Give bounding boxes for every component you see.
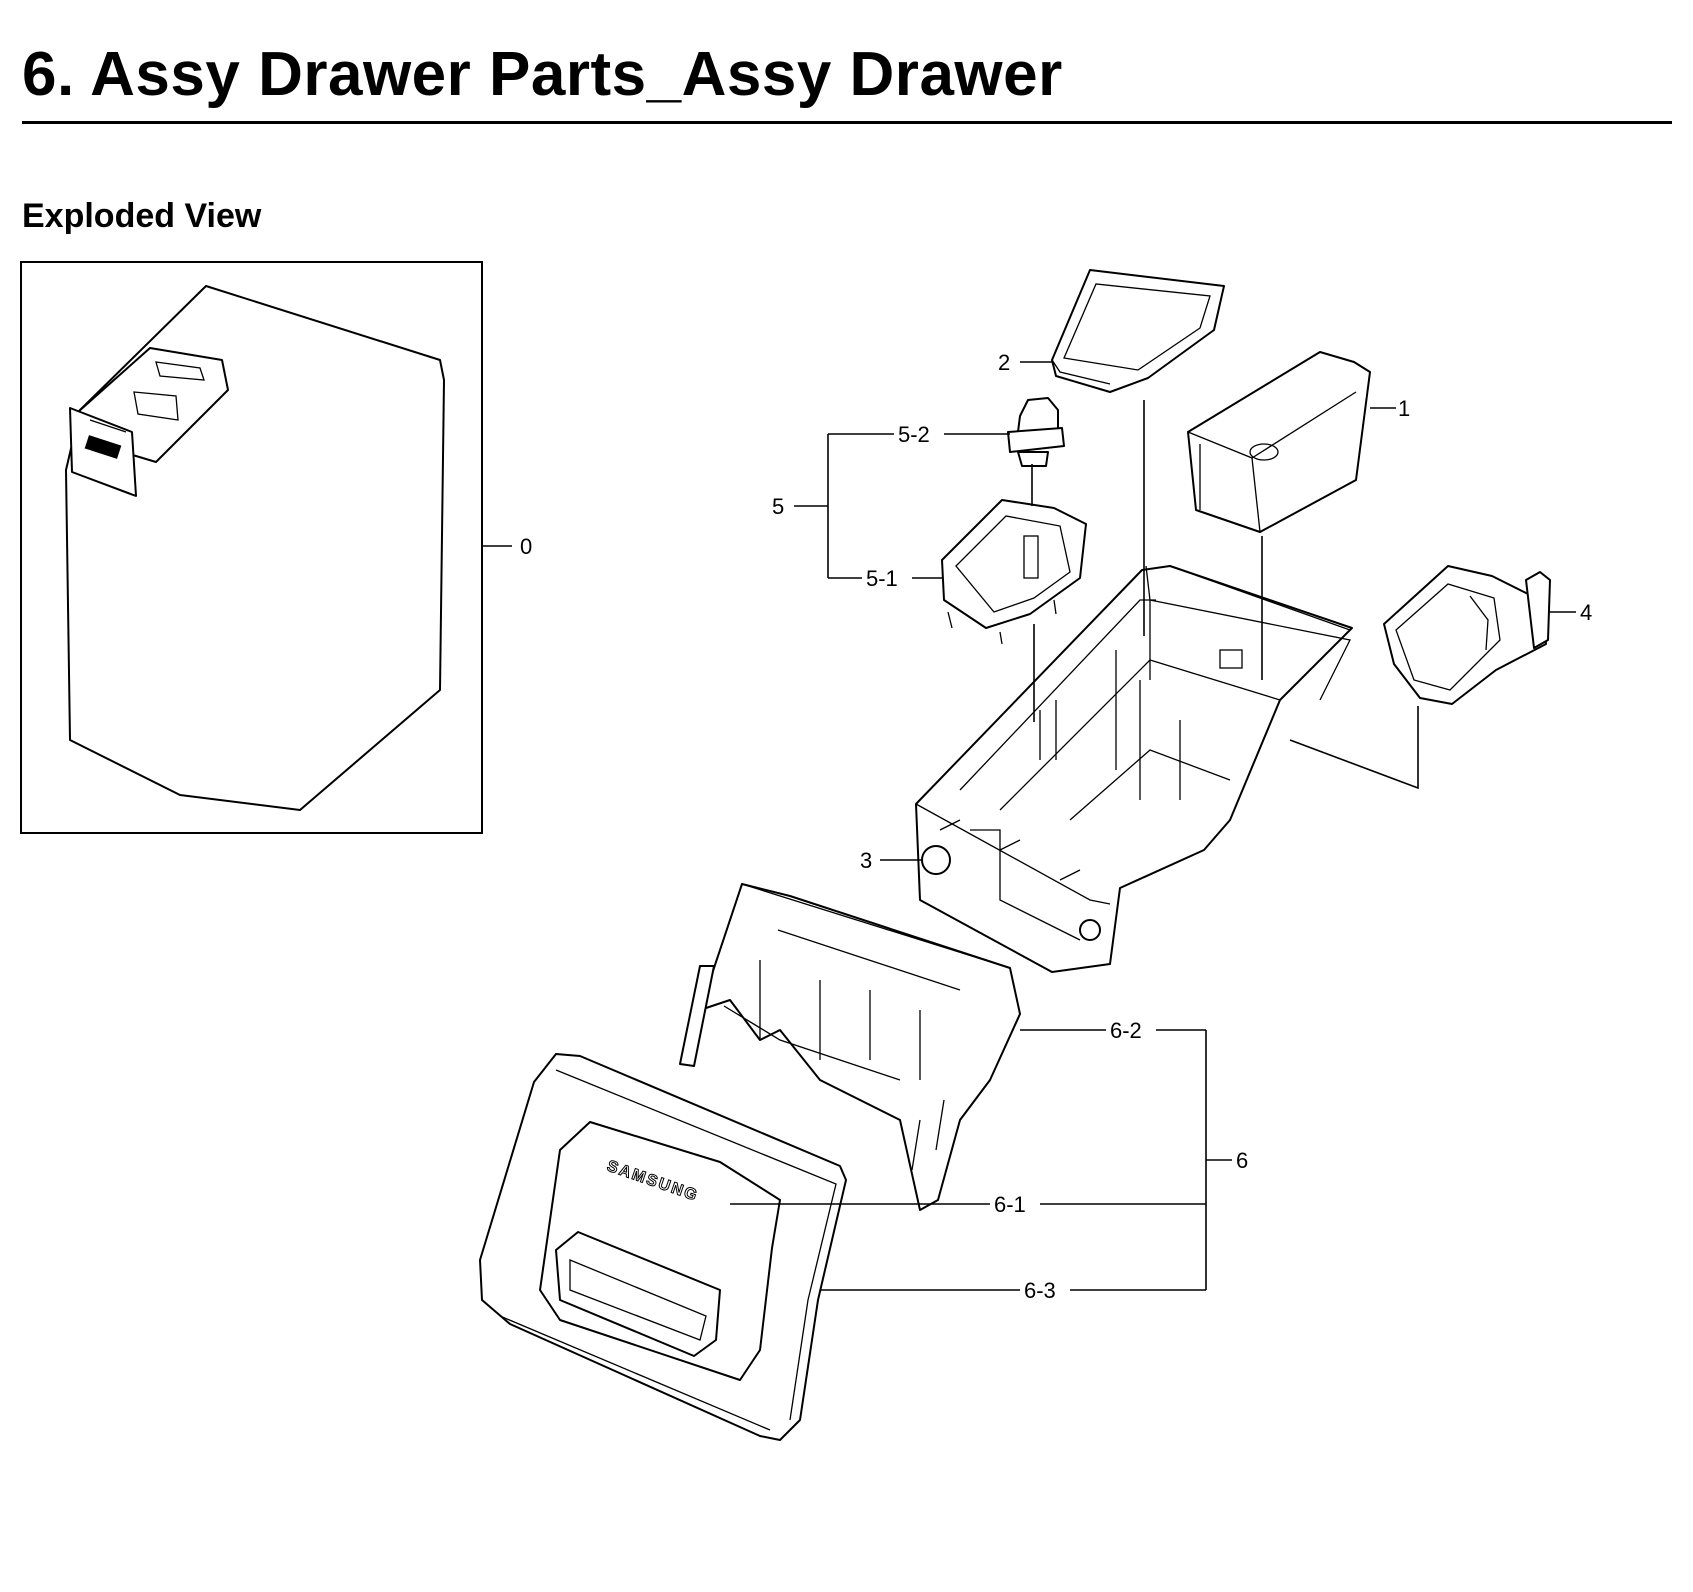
part-5-2-cap — [1007, 397, 1065, 467]
overview-panel — [20, 261, 483, 834]
part-4-bleach-cup — [1383, 565, 1551, 705]
section-title: Exploded View — [22, 197, 262, 235]
part-6-2-front-frame — [679, 883, 1021, 1211]
part-2-tray — [1051, 269, 1225, 393]
callout-1: 1 — [1398, 396, 1410, 421]
callout-4: 4 — [1580, 600, 1592, 625]
part-3-drawer-housing — [915, 565, 1353, 973]
callout-6-1: 6-1 — [994, 1192, 1026, 1217]
part-5-1-softener-cup — [941, 499, 1087, 645]
callout-2: 2 — [998, 350, 1010, 375]
part-6-1-front-panel: SAMSUNG — [479, 1053, 847, 1441]
callouts: 0 1 2 3 4 5 5-1 5-2 6 6-1 6-2 6-3 — [520, 350, 1592, 1303]
callout-0: 0 — [520, 534, 532, 559]
callout-5-1: 5-1 — [866, 566, 898, 591]
callout-5-2: 5-2 — [898, 422, 930, 447]
page-title: 6. Assy Drawer Parts_Assy Drawer — [22, 40, 1063, 109]
callout-6: 6 — [1236, 1148, 1248, 1173]
part-1-detergent-box — [1187, 351, 1371, 533]
callout-3: 3 — [860, 848, 872, 873]
callout-6-3: 6-3 — [1024, 1278, 1056, 1303]
callout-6-2: 6-2 — [1110, 1018, 1142, 1043]
callout-5: 5 — [772, 494, 784, 519]
title-rule — [22, 121, 1672, 124]
